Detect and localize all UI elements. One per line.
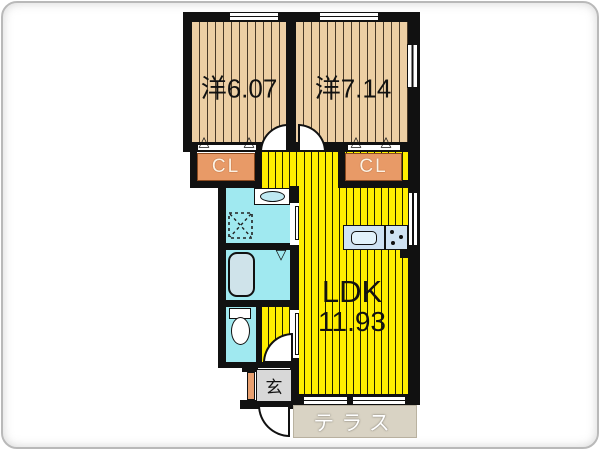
wall-toilet-bottom bbox=[218, 362, 298, 368]
closet-left: CL bbox=[197, 153, 255, 181]
bedroom1-label: 洋6.07 bbox=[200, 73, 278, 104]
wall-left-bedroom bbox=[183, 12, 192, 152]
opening-closet-right bbox=[348, 144, 400, 151]
wall-closet-right-side bbox=[338, 150, 345, 188]
closet-door-mark-icon: △ bbox=[243, 133, 255, 149]
closet-door-mark-icon: △ bbox=[380, 133, 392, 149]
wall-closet-left-bottom bbox=[190, 180, 262, 188]
washbasin-icon bbox=[260, 191, 285, 202]
ldk-floor bbox=[298, 152, 408, 398]
window-ldk-bottom-left bbox=[303, 396, 348, 405]
closet-door-mark-icon: △ bbox=[198, 133, 210, 149]
entrance-door-frame bbox=[247, 372, 255, 400]
opening-hall-door bbox=[290, 310, 299, 358]
wall-bedroom-divider bbox=[286, 22, 296, 152]
window-bedroom2-top bbox=[319, 12, 379, 21]
entrance-label: 玄 bbox=[265, 378, 283, 397]
wall-kitchen-notch bbox=[400, 248, 408, 258]
bathtub-icon bbox=[228, 252, 255, 297]
wall-entrance-bottom bbox=[240, 400, 298, 409]
closet-door-mark-icon: △ bbox=[350, 133, 362, 149]
ldk-label: LDK bbox=[321, 274, 383, 309]
toilet-bowl-icon bbox=[231, 317, 250, 345]
terrace-label: テラス bbox=[313, 411, 397, 435]
kitchen-counter-divider bbox=[384, 226, 386, 249]
wall-bath-toilet bbox=[218, 300, 298, 307]
wall-toilet-hall bbox=[256, 307, 262, 362]
opening-closet-left bbox=[198, 144, 256, 151]
ldk-area-label: 11.93 bbox=[318, 306, 386, 337]
window-kitchen-right bbox=[408, 192, 418, 246]
bedroom1-floor bbox=[192, 22, 286, 142]
closet-right: CL bbox=[345, 153, 402, 181]
terrace: テラス bbox=[293, 405, 417, 438]
wall-entrance-top bbox=[242, 366, 258, 372]
bath-door-mark-icon: ▽ bbox=[275, 246, 287, 262]
gas-stove-burner-icon bbox=[390, 230, 394, 234]
bedroom2-door-swing bbox=[298, 124, 326, 152]
wall-top bbox=[183, 12, 420, 22]
wall-washroom-bath bbox=[218, 243, 298, 250]
closet-left-label: CL bbox=[211, 156, 241, 177]
window-bedroom2-right bbox=[407, 44, 418, 88]
wall-washroom-ldk bbox=[290, 186, 299, 398]
washing-machine-icon bbox=[228, 212, 253, 239]
wall-closet-right-bottom bbox=[338, 180, 410, 188]
wall-left-lower bbox=[218, 182, 226, 368]
kitchen-sink-icon bbox=[351, 231, 377, 245]
closet-right-label: CL bbox=[359, 156, 388, 177]
washroom-door-leaf bbox=[295, 206, 299, 240]
wall-corridor-left bbox=[255, 150, 262, 188]
hall-door-leaf bbox=[295, 313, 299, 355]
entrance-door-swing bbox=[258, 405, 290, 437]
gas-stove-burner-icon bbox=[391, 241, 395, 245]
wall-closet-left-side bbox=[190, 152, 197, 188]
gas-stove-burner-icon bbox=[399, 235, 403, 239]
bedroom2-label: 洋7.14 bbox=[314, 73, 392, 104]
window-bedroom1-top bbox=[229, 12, 279, 21]
entrance-genkan: 玄 bbox=[256, 369, 292, 402]
bedroom2-floor bbox=[296, 22, 408, 142]
opening-washroom-door bbox=[290, 203, 299, 245]
window-ldk-bottom-right bbox=[352, 396, 406, 405]
